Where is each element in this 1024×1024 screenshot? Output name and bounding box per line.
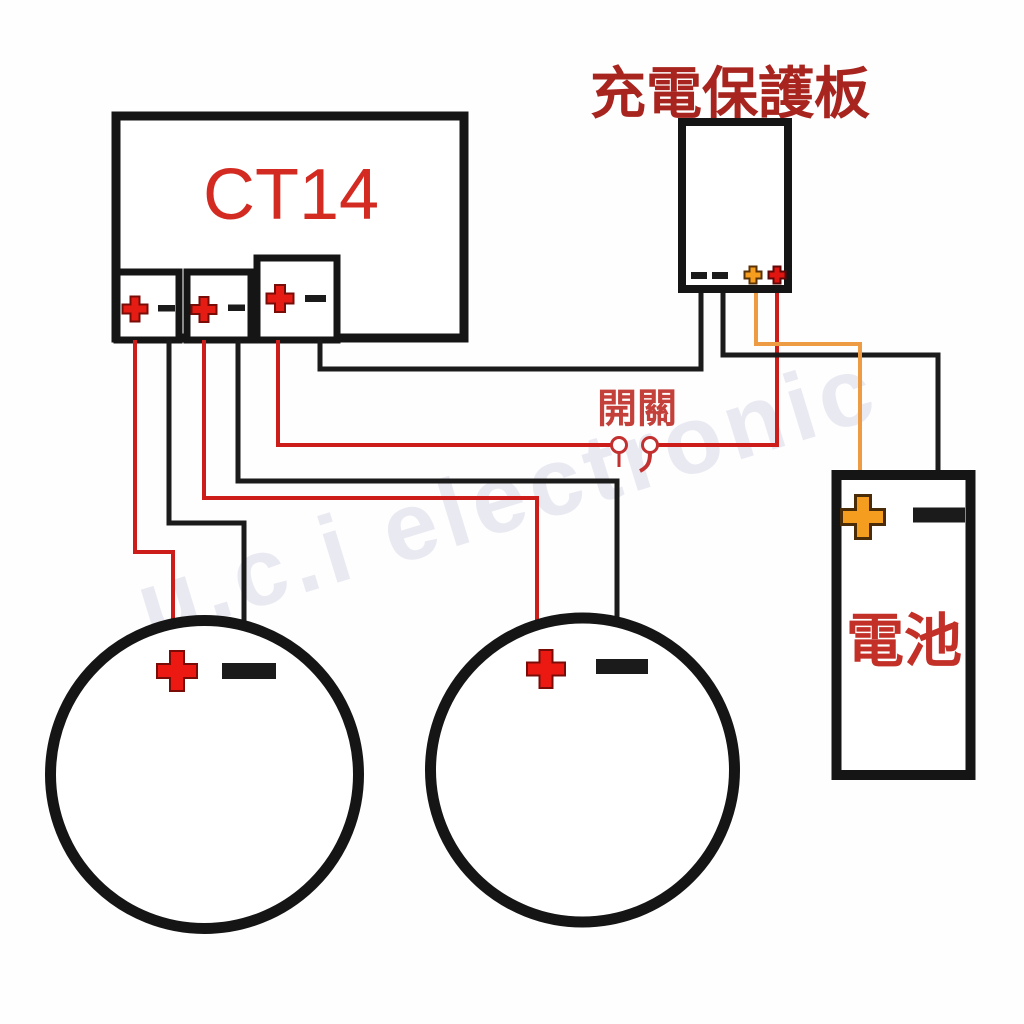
ct14-board: CT14 — [111, 111, 469, 344]
battery-label: 電池 — [846, 609, 962, 674]
negative-terminal-icon — [305, 295, 326, 302]
negative-terminal-icon — [712, 272, 728, 279]
speaker-outline — [425, 612, 740, 928]
switch: 開關 — [597, 387, 677, 473]
ct14-terminal-block-1 — [113, 268, 183, 344]
wire-ct14-ch1-positive-to-speaker1 — [133, 340, 175, 622]
wire-ct14-power-negative-to-board — [317, 291, 704, 372]
positive-terminal-icon — [190, 296, 218, 323]
negative-terminal-icon — [596, 659, 648, 674]
positive-terminal-icon — [265, 284, 295, 313]
negative-terminal-icon — [222, 663, 276, 679]
switch-right-contact-icon — [641, 436, 659, 454]
speaker-2 — [425, 612, 740, 928]
positive-terminal-icon — [156, 650, 198, 692]
positive-terminal-orange-icon — [743, 265, 763, 285]
protection-board-outline — [678, 118, 792, 293]
wire-board-negative-to-battery — [720, 291, 941, 478]
negative-terminal-icon — [158, 305, 175, 312]
switch-lever — [639, 452, 652, 473]
battery: 電池 — [831, 470, 976, 780]
positive-terminal-icon — [121, 295, 149, 323]
switch-left-contact-icon — [610, 436, 628, 454]
switch-label: 開關 — [597, 387, 677, 431]
wire-ct14-ch2-negative-to-speaker2 — [235, 340, 620, 620]
wire-ct14-ch1-negative-to-speaker1 — [166, 340, 247, 624]
speaker-1 — [45, 615, 364, 934]
ct14-terminal-block-3 — [253, 254, 341, 344]
wire-board-positive-to-battery — [754, 291, 862, 497]
ct14-label: CT14 — [203, 155, 379, 235]
battery-negative-terminal-icon — [913, 507, 965, 523]
ct14-terminal-block-2 — [183, 268, 255, 344]
negative-terminal-icon — [228, 304, 245, 311]
negative-terminal-icon — [691, 272, 707, 279]
battery-positive-terminal-icon — [840, 494, 886, 540]
wires — [133, 291, 941, 625]
positive-terminal-icon — [526, 649, 566, 689]
positive-terminal-red-icon — [767, 265, 787, 285]
wire-ct14-ch2-positive-to-speaker2 — [202, 340, 539, 625]
protection-board-title: 充電保護板 — [590, 62, 870, 125]
wire-ct14-power-positive-to-switch — [276, 340, 611, 447]
speaker-outline — [45, 615, 364, 934]
protection-board: 充電保護板 — [590, 62, 870, 293]
